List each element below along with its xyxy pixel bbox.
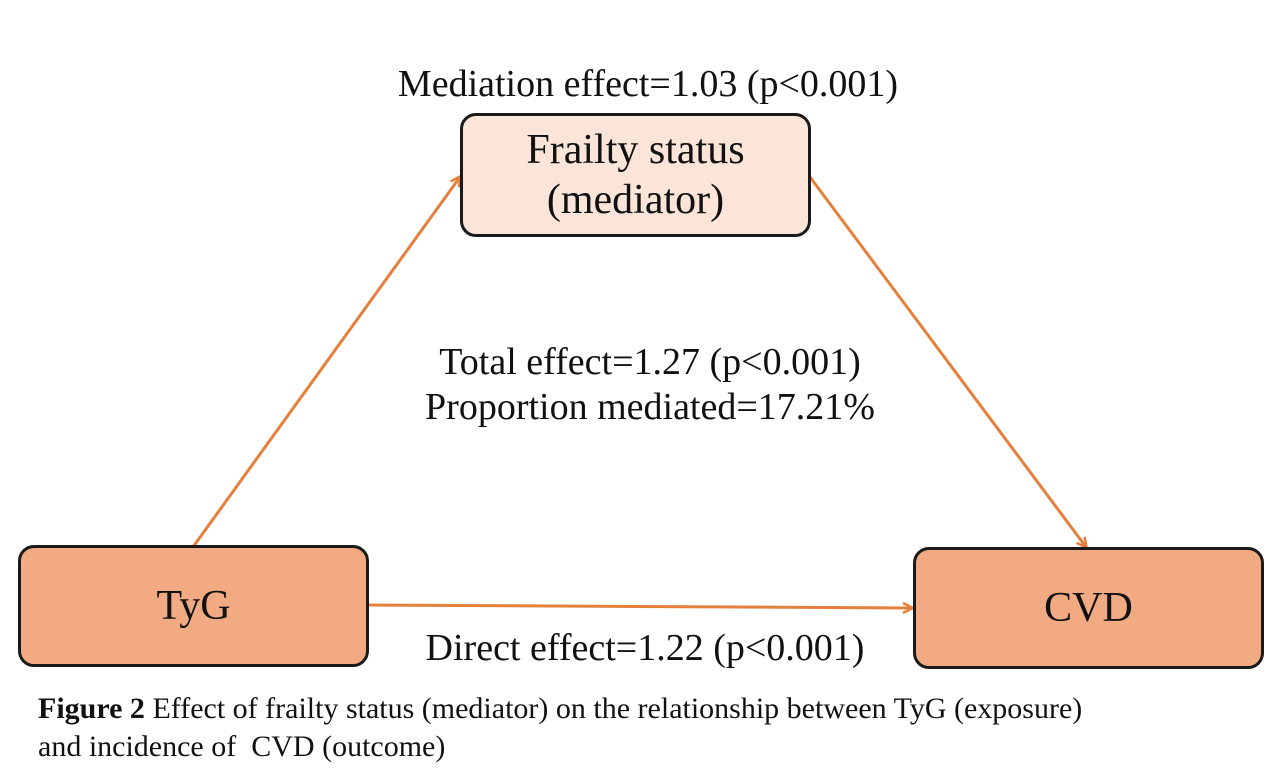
mediator-node-line2: (mediator) bbox=[546, 177, 725, 223]
exposure-node: TyG bbox=[18, 545, 369, 667]
arrow-mediator-to-outcome bbox=[808, 176, 1086, 547]
proportion-mediated-label: Proportion mediated=17.21% bbox=[425, 386, 875, 428]
mediation-effect-label: Mediation effect=1.03 (p<0.001) bbox=[397, 63, 899, 105]
mediator-node-line1: Frailty status bbox=[526, 126, 745, 173]
mediator-node: Frailty status (mediator) bbox=[460, 113, 811, 237]
caption-line1-text: Effect of frailty status (mediator) on t… bbox=[152, 692, 1083, 725]
caption-figure-label: Figure 2 bbox=[38, 692, 145, 725]
direct-effect-label: Direct effect=1.22 (p<0.001) bbox=[425, 627, 865, 669]
caption-line1: Figure 2 Effect of frailty status (media… bbox=[38, 690, 1238, 728]
caption-line2: and incidence of CVD (outcome) bbox=[38, 729, 446, 763]
outcome-node: CVD bbox=[913, 547, 1264, 669]
exposure-node-label: TyG bbox=[156, 582, 231, 629]
figure-caption: Figure 2 Effect of frailty status (media… bbox=[38, 690, 1238, 765]
arrow-exposure-to-outcome bbox=[367, 605, 912, 608]
total-effect-label: Total effect=1.27 (p<0.001) bbox=[439, 341, 861, 383]
arrow-exposure-to-mediator bbox=[191, 177, 460, 548]
outcome-node-label: CVD bbox=[1044, 584, 1133, 631]
